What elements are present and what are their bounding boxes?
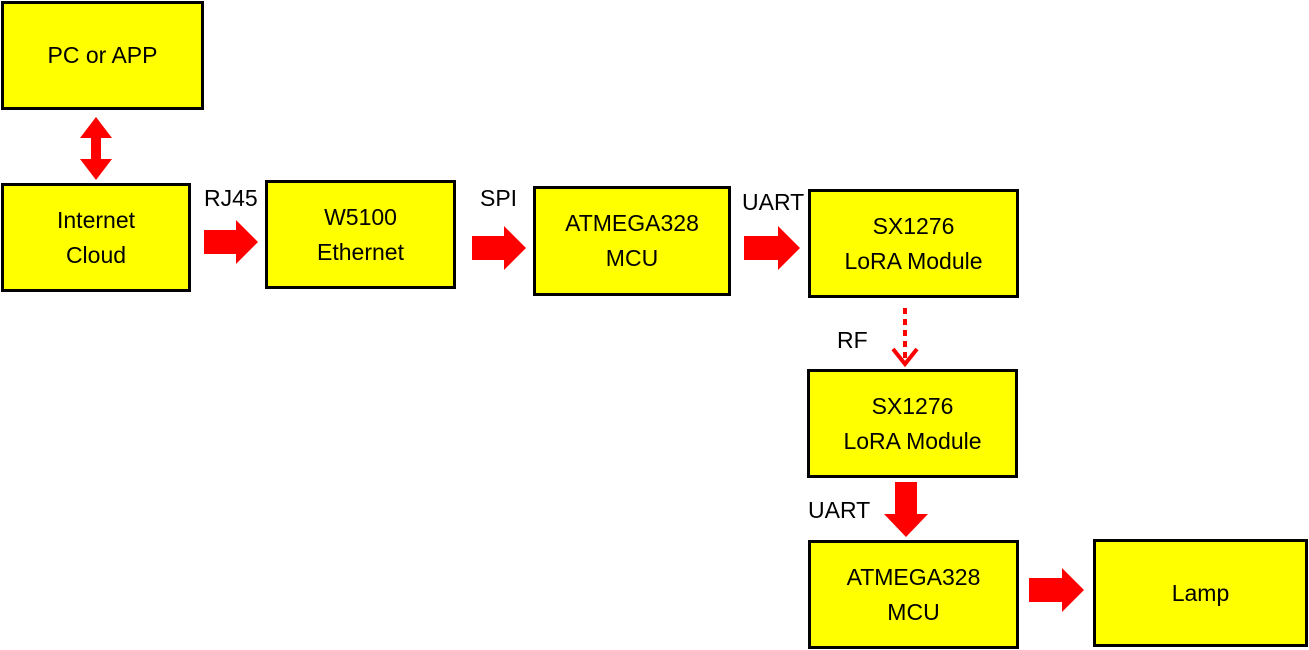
node-atmega328-mcu-remote: ATMEGA328 MCU xyxy=(808,540,1019,649)
link-label-rf: RF xyxy=(837,327,868,353)
node-label: W5100 xyxy=(324,203,397,230)
node-label: Cloud xyxy=(65,241,127,268)
node-atmega328-mcu: ATMEGA328 MCU xyxy=(533,186,731,296)
node-sx1276-lora-module-remote: SX1276 LoRA Module xyxy=(807,369,1018,478)
arrow-w5100-to-mcu xyxy=(472,226,526,270)
node-label: LoRA Module xyxy=(844,247,983,274)
node-label: LoRA Module xyxy=(843,427,982,454)
link-label-rj45: RJ45 xyxy=(204,185,258,211)
link-label-spi: SPI xyxy=(480,185,518,211)
node-label: Lamp xyxy=(1171,579,1230,606)
node-sx1276-lora-module: SX1276 LoRA Module xyxy=(808,189,1019,298)
node-label: MCU xyxy=(605,245,659,271)
node-label: SX1276 xyxy=(871,392,954,419)
arrow-mcu-to-lora xyxy=(744,226,800,270)
node-lamp: Lamp xyxy=(1093,539,1308,647)
link-label-uart: UART xyxy=(742,189,805,215)
double-arrow-pc-cloud xyxy=(80,117,112,180)
arrow-mcu2-to-lamp xyxy=(1029,568,1084,612)
node-label: PC or APP xyxy=(47,42,158,68)
node-pc-or-app: PC or APP xyxy=(1,1,204,110)
node-label: ATMEGA328 xyxy=(846,563,981,590)
node-w5100-ethernet: W5100 Ethernet xyxy=(265,180,456,289)
link-label-uart-remote: UART xyxy=(808,497,871,523)
node-label: SX1276 xyxy=(872,212,955,239)
node-label: MCU xyxy=(887,598,940,625)
node-label: Ethernet xyxy=(317,238,404,265)
arrow-cloud-to-w5100 xyxy=(204,220,258,264)
node-label: ATMEGA328 xyxy=(565,210,699,236)
rf-arrow-head xyxy=(891,347,919,368)
node-internet-cloud: Internet Cloud xyxy=(1,183,191,292)
arrow-lora-to-mcu2 xyxy=(884,482,928,537)
node-label: Internet xyxy=(57,206,135,233)
